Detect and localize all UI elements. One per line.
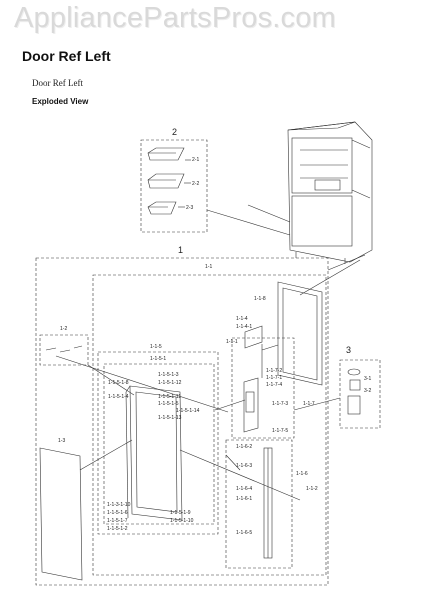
- door-handle: [263, 447, 273, 559]
- watermark: AppliancePartsPros.com: [14, 2, 336, 34]
- label-1-1-7-4: 1-1-7-4: [266, 382, 282, 388]
- label-1-1-7-3: 1-1-7-3: [272, 401, 288, 407]
- label-1-1-5-1-3: 1-1-5-1-3: [158, 372, 179, 378]
- group-3-box: [339, 359, 381, 429]
- label-1-1-5-1-13: 1-1-5-1-13: [158, 415, 182, 421]
- hinge-cap: [244, 325, 263, 349]
- label-2-1: 2-1: [192, 157, 199, 163]
- group-1-1-6-box: [225, 439, 293, 569]
- label-1-1-5-1-12: 1-1-5-1-12: [158, 380, 182, 386]
- view-label: Exploded View: [32, 97, 89, 106]
- group-1-label: 1: [178, 245, 183, 255]
- label-1-1-4: 1-1-4: [236, 316, 248, 322]
- label-2-3: 2-3: [186, 205, 193, 211]
- door-gasket: [277, 281, 323, 386]
- label-1-2: 1-2: [60, 326, 67, 332]
- label-1-1-7-2: 1-1-7-2: [266, 368, 282, 374]
- label-1-1-5-1-7: 1-1-5-1-7: [107, 518, 128, 524]
- label-1-1-6-5: 1-1-6-5: [236, 530, 252, 536]
- label-1-1-7: 1-1-7: [303, 401, 315, 407]
- door-panel: [125, 385, 183, 521]
- label-1-1-8: 1-1-8: [254, 296, 266, 302]
- group-2-box: [140, 139, 208, 233]
- label-1-1-3-1-10: 1-1-3-1-10: [107, 502, 131, 508]
- label-1-1-6-4: 1-1-6-4: [236, 486, 252, 492]
- group-1-1-5-box: [97, 351, 219, 535]
- refrigerator-illustration: [287, 121, 373, 264]
- group-3-parts: [347, 368, 361, 415]
- label-1-1-5-1-14: 1-1-5-1-14: [176, 408, 200, 414]
- label-1-1-5-1-6: 1-1-5-1-6: [107, 510, 128, 516]
- page-title: Door Ref Left: [22, 48, 111, 64]
- label-1-1-2: 1-1-2: [306, 486, 318, 492]
- door-outer-panel: [39, 447, 83, 581]
- label-1-3: 1-3: [58, 438, 65, 444]
- label-3-2: 3-2: [364, 388, 371, 394]
- group-1-1-7-box: [231, 337, 295, 439]
- label-1-1-5: 1-1-5: [150, 344, 162, 350]
- label-1-1-5-1-10: 1-1-5-1-10: [170, 518, 194, 524]
- label-1-1-4-1: 1-1-4-1: [236, 324, 252, 330]
- label-1-1-7-1: 1-1-7-1: [266, 375, 282, 381]
- group-1-2-box: [39, 334, 89, 366]
- label-1-1-6-1: 1-1-6-1: [236, 496, 252, 502]
- door-bins: [147, 147, 185, 215]
- label-1-1-7-5: 1-1-7-5: [272, 428, 288, 434]
- group-1-box: [35, 257, 329, 586]
- group-1-1-5-1-box: [103, 363, 215, 525]
- group-1-1-label: 1-1: [205, 264, 212, 270]
- label-1-1-5-1-11: 1-1-5-1-11: [158, 394, 181, 400]
- page-subtitle: Door Ref Left: [32, 78, 83, 88]
- label-1-1-5-1: 1-1-5-1: [150, 356, 166, 362]
- group-3-label: 3: [346, 345, 351, 355]
- label-1-1-5-1-5: 1-1-5-1-5: [158, 401, 179, 407]
- label-2-2: 2-2: [192, 181, 199, 187]
- label-1-1-1: 1-1-1: [226, 339, 238, 345]
- hinge-assembly: [243, 377, 259, 433]
- label-1-1-5-1-4: 1-1-5-1-4: [108, 394, 129, 400]
- label-1-1-5-1-9: 1-1-5-1-9: [170, 510, 191, 516]
- label-1-1-5-1-2: 1-1-5-1-2: [107, 526, 128, 532]
- label-1-1-5-1-8: 1-1-5-1-8: [108, 380, 129, 386]
- group-1-1-box: [92, 274, 327, 576]
- label-1-1-6: 1-1-6: [296, 471, 308, 477]
- label-3-1: 3-1: [364, 376, 371, 382]
- label-1-1-6-2: 1-1-6-2: [236, 444, 252, 450]
- group-2-label: 2: [172, 127, 177, 137]
- label-1-1-6-3: 1-1-6-3: [236, 463, 252, 469]
